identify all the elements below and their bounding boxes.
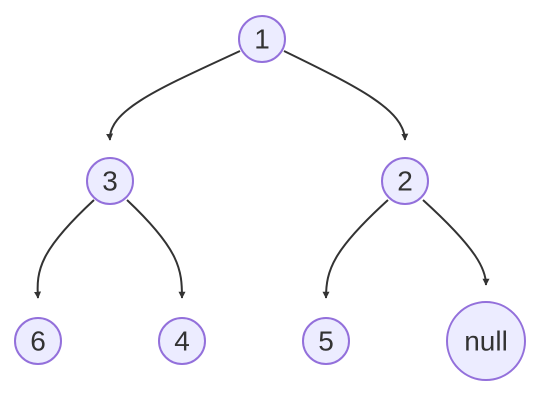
node-1-label: 1 (254, 24, 270, 55)
node-4-label: 4 (174, 326, 190, 357)
edge-2-to-null (422, 199, 490, 286)
edge-3-to-4 (126, 199, 186, 299)
edge-1-to-3 (106, 50, 241, 141)
node-6: 6 (14, 317, 62, 365)
node-5-label: 5 (318, 326, 334, 357)
node-null-label: null (464, 326, 508, 357)
node-5: 5 (302, 317, 350, 365)
node-2-label: 2 (397, 166, 413, 197)
node-4: 4 (158, 317, 206, 365)
node-1: 1 (238, 15, 286, 63)
edges (34, 50, 490, 299)
node-3-label: 3 (102, 166, 118, 197)
edge-2-to-5 (322, 199, 389, 299)
edge-1-to-2 (283, 50, 409, 141)
edge-3-to-6 (34, 199, 95, 299)
node-3: 3 (86, 157, 134, 205)
node-6-label: 6 (30, 326, 46, 357)
node-2: 2 (381, 157, 429, 205)
node-null: null (446, 301, 526, 381)
